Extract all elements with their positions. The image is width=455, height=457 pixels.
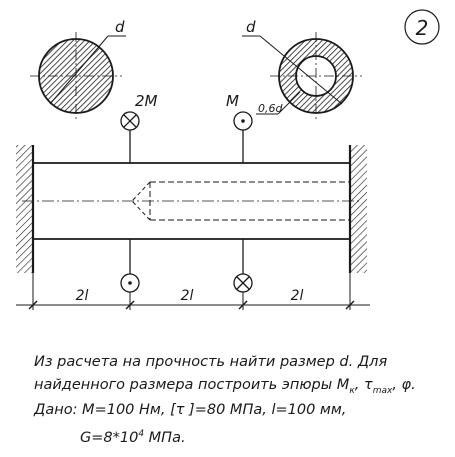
span-label-3: 2l	[291, 288, 304, 304]
problem-number-badge: 2	[404, 9, 440, 45]
problem-line-2-post: , φ.	[392, 377, 416, 393]
right-wall	[348, 145, 367, 273]
problem-line-1: Из расчета на прочность найти размер d. …	[34, 354, 388, 370]
problem-line-2-sub2: max	[372, 385, 393, 396]
span-label-2: 2l	[181, 288, 194, 304]
moment-M-label: M	[226, 92, 239, 110]
problem-line-3: Дано: M=100 Нм, [τ ]=80 МПа, l=100 мм,	[34, 402, 347, 418]
problem-line-4: G=8*104 МПа.	[80, 429, 186, 446]
problem-line-4-post: МПа.	[144, 429, 186, 446]
diameter-label-left: d	[115, 18, 125, 36]
problem-line-2-sub: к	[349, 385, 355, 396]
hole-diameter-label: 0,6d	[258, 102, 283, 115]
moment-bottom-cross	[233, 239, 253, 293]
moment-2M-label: 2M	[135, 92, 158, 110]
hollow-cross-section: d 0,6d	[242, 18, 362, 120]
problem-line-2-pre: найденного размера построить эпюры M	[34, 377, 350, 393]
shaft	[22, 162, 362, 240]
problem-line-2: найденного размера построить эпюры Mк, τ…	[34, 378, 416, 396]
dimension-line: 2l 2l 2l	[16, 273, 370, 310]
moment-2M-top: 2M	[120, 92, 158, 163]
solid-cross-section: d	[30, 18, 126, 120]
problem-line-4-sup: 4	[138, 429, 145, 439]
problem-number: 2	[416, 16, 429, 40]
moment-bottom-dot	[120, 239, 140, 293]
internal-bore	[131, 181, 350, 221]
span-label-1: 2l	[76, 288, 89, 304]
moment-M-top: M	[226, 92, 253, 163]
problem-line-2-mid: , τ	[354, 377, 373, 393]
problem-line-4-pre: G=8*10	[80, 429, 139, 446]
diameter-label-right: d	[246, 18, 256, 36]
left-wall	[16, 145, 35, 273]
